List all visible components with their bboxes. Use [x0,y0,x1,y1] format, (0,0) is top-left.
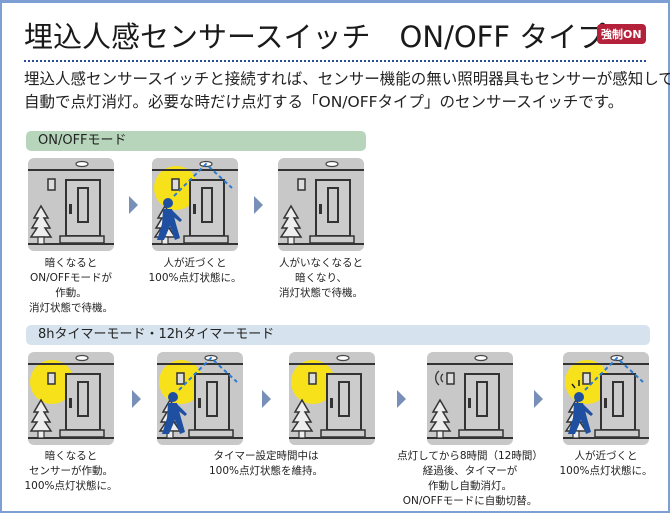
switch-icon [171,178,180,191]
scene-panel [28,352,114,445]
caption-line: センサーが作動。 [29,465,113,477]
caption-line: タイマー設定時間中は [213,450,319,462]
scene-panel [289,352,375,445]
caption-line: 暗くなると [44,450,98,462]
switch-icon [446,372,455,385]
caption-line: ON/OFFモードに自動切替。 [402,495,538,507]
tree-icon [279,204,303,245]
description-line: 自動で点灯消灯。必要な時だけ点灯する「ON/OFFタイプ」のセンサースイッチです… [24,93,624,111]
scene-panel [157,352,243,445]
page-title: 埋込人感センサースイッチ ON/OFF タイプ [24,20,607,54]
scene-panel [278,158,364,251]
scene-panel [152,158,238,251]
description-line: 埋込人感センサースイッチと接続すれば、センサー機能の無い照明器具もセンサーが感知… [24,70,670,88]
step-caption: 暗くなると ON/OFFモードが作動。消灯状態で待機。 [29,256,113,316]
caption-line: 暗くなると [44,257,98,269]
tree-icon [290,398,314,439]
step-caption: 人が近づくと 100%点灯状態に。 [148,256,241,286]
caption-line: 点灯してから8時間（12時間） [397,450,543,462]
sensor-range [584,356,644,391]
arrow-right-icon [131,390,141,408]
switch-icon [308,372,317,385]
step-caption: 人がいなくなると暗くなり、消灯状態で待機。 [279,256,363,301]
scene-panel [427,352,513,445]
caption-line: ON/OFFモードが [29,272,112,284]
caption-line: 作動。 [55,287,87,299]
sensor-light-icon [75,354,89,362]
sensor-range [173,162,233,197]
arrow-right-icon [262,390,271,408]
door-icon [315,179,351,237]
caption-line: 人がいなくなると [279,257,363,269]
switch-icon [47,372,56,385]
signal-icon [435,370,444,386]
person-icon [162,392,187,434]
dotted-divider [24,60,646,62]
step-caption: 暗くなるとセンサーが作動。 100%点灯状態に。 [24,449,117,494]
step-caption: タイマー設定時間中は 100%点灯状態を維持。 [209,449,323,479]
person-icon [157,198,182,240]
sensor-light-icon [75,160,89,168]
step-caption: 点灯してから8時間（12時間） 経過後、タイマーが作動し自動消灯。 ON/OFFモー… [397,449,543,509]
sensor-range [178,356,238,391]
force-on-badge: 強制ON [597,24,646,44]
switch-icon [176,372,185,385]
sensor-light-icon [336,354,350,362]
switch-icon [582,372,591,385]
caption-line: 人が近づくと [574,450,638,462]
caption-line: 消灯状態で待機。 [29,302,113,314]
caption-line: 人が近づくと [163,257,227,269]
tree-icon [29,204,53,245]
caption-line: 暗くなり、 [294,272,348,284]
alert-marks-icon [571,380,580,389]
caption-line: 経過後、タイマーが [422,465,518,477]
caption-line: 100%点灯状態に。 [559,465,653,477]
arrow-right-icon [129,196,138,214]
caption-line: 100%点灯状態に。 [24,480,118,492]
arrow-right-icon [254,196,263,214]
arrow-right-icon [534,390,543,408]
sensor-light-icon [474,354,488,362]
door-icon [65,373,101,431]
scene-panel [563,352,649,445]
step-caption: 人が近づくと 100%点灯状態に。 [559,449,652,479]
person-icon [568,392,593,434]
tree-icon [428,398,452,439]
section-header-onoff: ON/OFFモード [26,131,366,151]
scene-panel [28,158,114,251]
caption-line: 消灯状態で待機。 [279,287,363,299]
section-header-timer: 8hタイマーモード・12hタイマーモード [26,325,650,345]
sensor-light-icon [325,160,339,168]
switch-icon [297,178,306,191]
caption-line: 100%点灯状態に。 [148,272,242,284]
caption-line: 作動し自動消灯。 [427,480,512,492]
description: 埋込人感センサースイッチと接続すれば、センサー機能の無い照明器具もセンサーが感知… [24,68,670,114]
arrow-right-icon [397,390,406,408]
switch-icon [47,178,56,191]
caption-line: 100%点灯状態を維持。 [208,465,324,477]
tree-icon [29,398,53,439]
